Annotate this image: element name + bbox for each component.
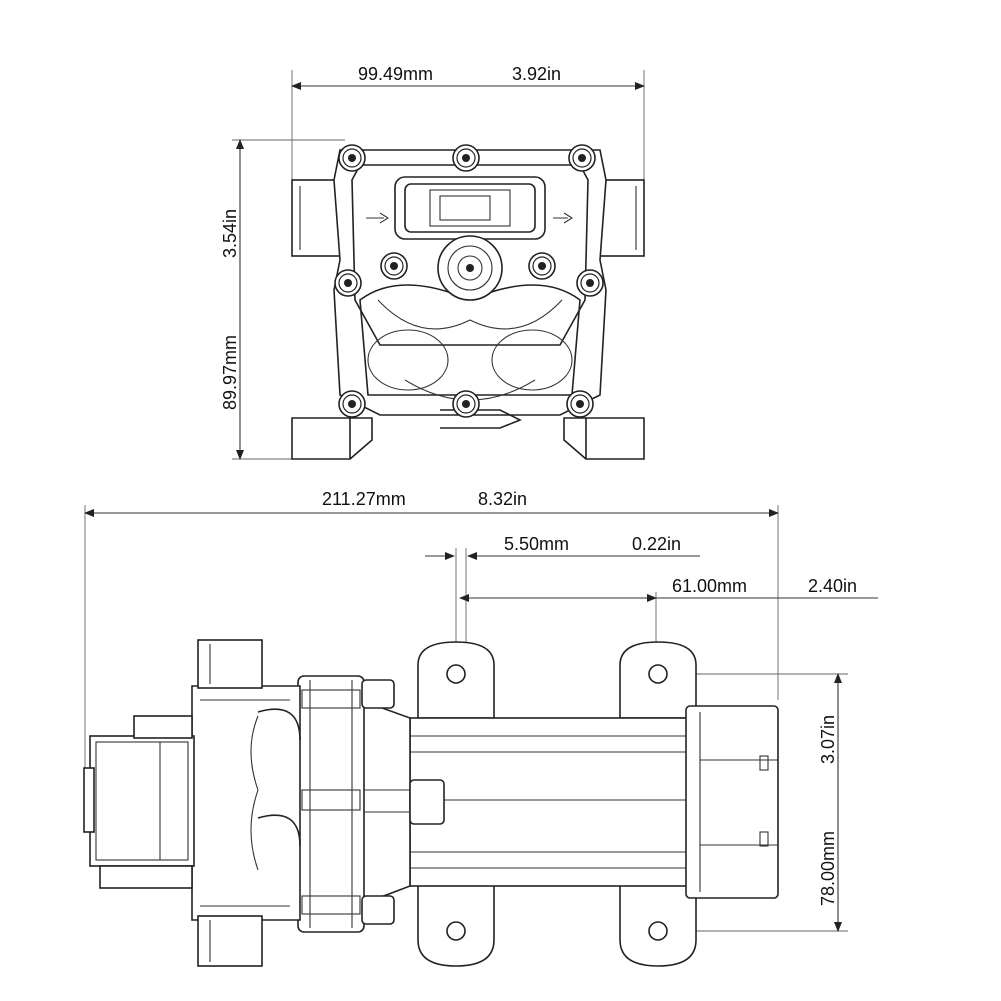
hole-dia-in-label: 0.22in	[632, 534, 681, 554]
hole-spacing-in-label: 2.40in	[808, 576, 857, 596]
top-width-mm-label: 99.49mm	[358, 64, 433, 84]
hole-dia-mm-label: 5.50mm	[504, 534, 569, 554]
side-view: 211.27mm 8.32in 5.50mm 0.22in 61.00mm 2.…	[83, 489, 878, 967]
side-length-in-label: 8.32in	[478, 489, 527, 509]
side-length-mm-label: 211.27mm	[322, 489, 406, 509]
mount-width-mm-label: 78.00mm	[818, 831, 838, 906]
top-height-mm-label: 89.97mm	[220, 335, 240, 410]
hole-spacing-mm-label: 61.00mm	[672, 576, 747, 596]
top-height-in-label: 3.54in	[220, 209, 240, 258]
mount-width-in-label: 3.07in	[818, 715, 838, 764]
top-view: 99.49mm 3.92in 3.54in 89.97mm	[220, 64, 645, 460]
top-width-in-label: 3.92in	[512, 64, 561, 84]
